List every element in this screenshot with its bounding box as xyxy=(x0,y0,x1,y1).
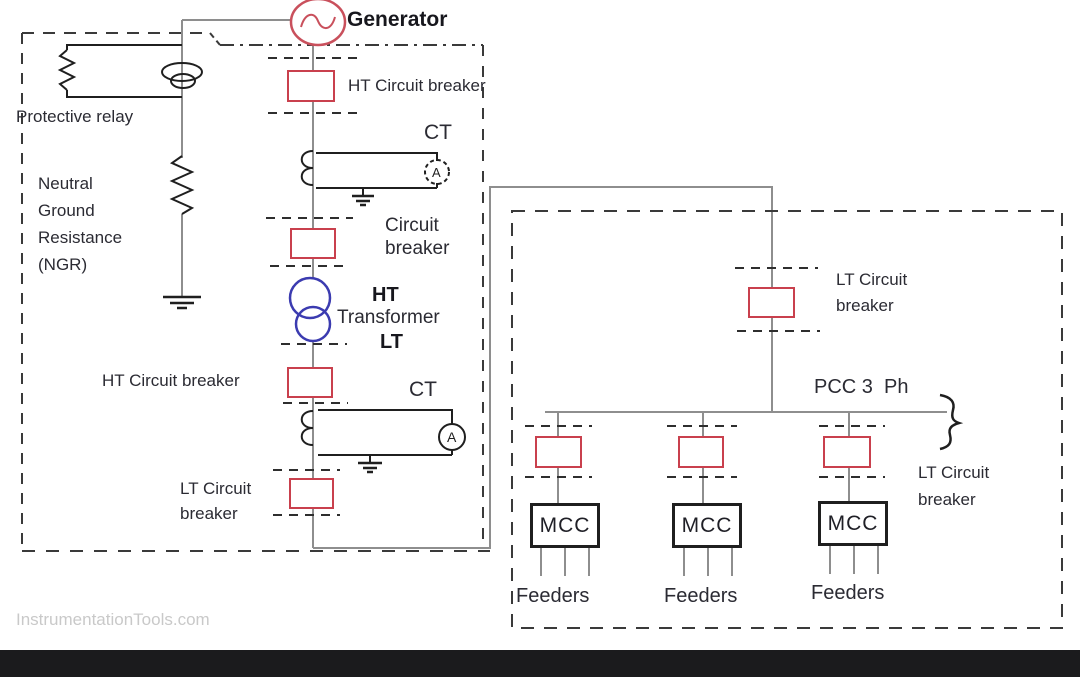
ct-top-loop xyxy=(300,150,450,207)
ammeter-label: A xyxy=(447,429,457,445)
lt-circuit-breaker-incoming xyxy=(748,287,795,318)
feeders-label-2: Feeders xyxy=(664,585,738,607)
transformer-icon xyxy=(288,276,332,343)
mcc-box-1: MCC xyxy=(530,503,600,548)
ngr-label: Neutral Ground Resistance (NGR) xyxy=(38,174,123,274)
feeders-label-1: Feeders xyxy=(516,585,590,607)
lt-circuit-breaker-left xyxy=(289,478,334,509)
transformer-label: Transformer xyxy=(337,307,440,328)
mcc-box-3: MCC xyxy=(818,501,888,546)
breaker-tick-lines xyxy=(266,57,885,516)
relay-ct-coil-icon xyxy=(161,62,203,89)
footer-bar xyxy=(0,650,1080,677)
ct-bottom-loop xyxy=(300,409,466,474)
lt-circuit-breaker-mcc-2 xyxy=(678,436,724,468)
pcc-bus-label: PCC 3 Ph xyxy=(814,376,909,398)
left-dashed-boundary xyxy=(21,32,490,552)
brace-icon xyxy=(939,393,964,451)
ht-circuit-breaker-top-label: HT Circuit breaker xyxy=(348,76,486,95)
ammeter-icon xyxy=(438,423,466,451)
ct-bottom-label: CT xyxy=(409,378,437,401)
ht-circuit-breaker-bottom-label: HT Circuit breaker xyxy=(102,371,240,390)
circuit-breaker-ht-transformer xyxy=(290,228,336,259)
ct-coil-icon xyxy=(300,410,314,446)
lt-circuit-breaker-incoming-label: LT Circuit breaker xyxy=(836,270,908,315)
protective-relay-resistor-icon xyxy=(57,49,77,91)
right-dashed-boundary xyxy=(511,210,1063,629)
ammeter-icon xyxy=(424,159,450,185)
ct-top-ground-icon xyxy=(352,194,374,207)
feeders-label-3: Feeders xyxy=(811,582,885,604)
protective-relay-label: Protective relay xyxy=(16,107,134,126)
ngr-ground-icon xyxy=(163,295,201,310)
mcc-label: MCC xyxy=(827,511,879,535)
lt-circuit-breaker-left-label: LT Circuit breaker xyxy=(180,479,252,523)
lt-circuit-breaker-mcc-3 xyxy=(823,436,871,468)
transformer-ht-label: HT xyxy=(372,284,399,306)
mcc-box-2: MCC xyxy=(672,503,742,548)
generator-symbol xyxy=(289,0,347,47)
ht-circuit-breaker-generator xyxy=(287,70,335,102)
ht-circuit-breaker-secondary xyxy=(287,367,333,398)
mcc-label: MCC xyxy=(681,513,733,537)
circuit-breaker-label: Circuit breaker xyxy=(385,215,450,259)
ct-bottom-ground-icon xyxy=(358,461,382,474)
ct-coil-icon xyxy=(300,150,314,186)
ammeter-label: A xyxy=(432,165,441,180)
generator-label: Generator xyxy=(347,8,448,31)
lt-circuit-breaker-mcc-1 xyxy=(535,436,582,468)
transformer-lt-label: LT xyxy=(380,331,403,353)
ct-top-label: CT xyxy=(424,121,452,144)
watermark: InstrumentationTools.com xyxy=(16,610,210,629)
mcc-label: MCC xyxy=(539,513,591,537)
ngr-resistor-icon xyxy=(169,155,195,215)
protective-relay-loop xyxy=(57,44,182,98)
lt-circuit-breaker-feeder-label: LT Circuit breaker xyxy=(918,463,990,509)
